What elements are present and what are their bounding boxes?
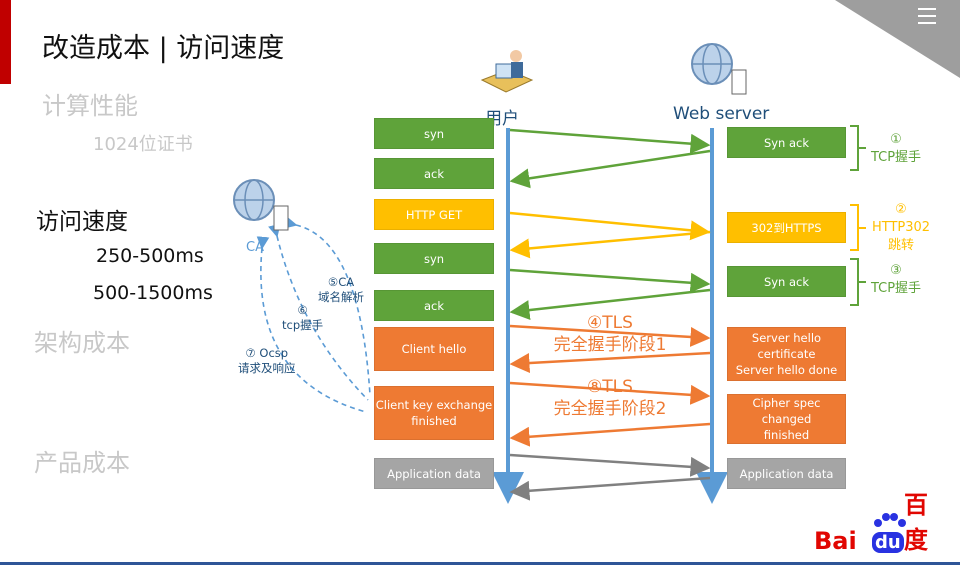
server-box-302: 302到HTTPS [727,212,846,243]
globe-server-icon [691,43,747,95]
server-box-syn-ack: Syn ack [727,127,846,158]
client-box-app-data: Application data [374,458,494,489]
sidebar-subitem-speed1: 250-500ms [96,245,204,267]
page-title: 改造成本 | 访问速度 [42,33,285,64]
bottom-rule [0,562,960,565]
server-box-server-hello: Server hello certificate Server hello do… [727,327,846,381]
client-box-syn-2: syn [374,243,494,274]
baidu-logo: Bai du 百度 [814,491,928,555]
sidebar-subitem-speed2: 500-1500ms [93,282,213,304]
client-box-key-exchange: Client key exchange finished [374,386,494,440]
ca-label: CA [246,240,264,255]
client-box-http-get: HTTP GET [374,199,494,230]
corner-decoration [835,0,960,78]
client-box-syn: syn [374,118,494,149]
user-computer-icon [480,50,534,93]
sidebar-subitem-cert[interactable]: 1024位证书 [93,134,193,155]
sidebar-item-access[interactable]: 访问速度 [36,209,128,235]
accent-bar [0,0,11,84]
server-label: Web server [673,104,770,124]
server-box-app-data: Application data [727,458,846,489]
ca-globe-icon [233,179,289,231]
paw-icon [874,513,906,527]
sidebar-item-product[interactable]: 产品成本 [34,449,130,477]
sidebar-item-compute[interactable]: 计算性能 [42,92,138,120]
server-box-cipher-spec: Cipher spec changed finished [727,394,846,444]
server-box-syn-ack-2: Syn ack [727,266,846,297]
client-box-ack-2: ack [374,290,494,321]
menu-icon[interactable] [918,8,936,24]
client-box-ack: ack [374,158,494,189]
client-box-client-hello: Client hello [374,327,494,371]
sidebar-item-arch[interactable]: 架构成本 [34,329,130,357]
